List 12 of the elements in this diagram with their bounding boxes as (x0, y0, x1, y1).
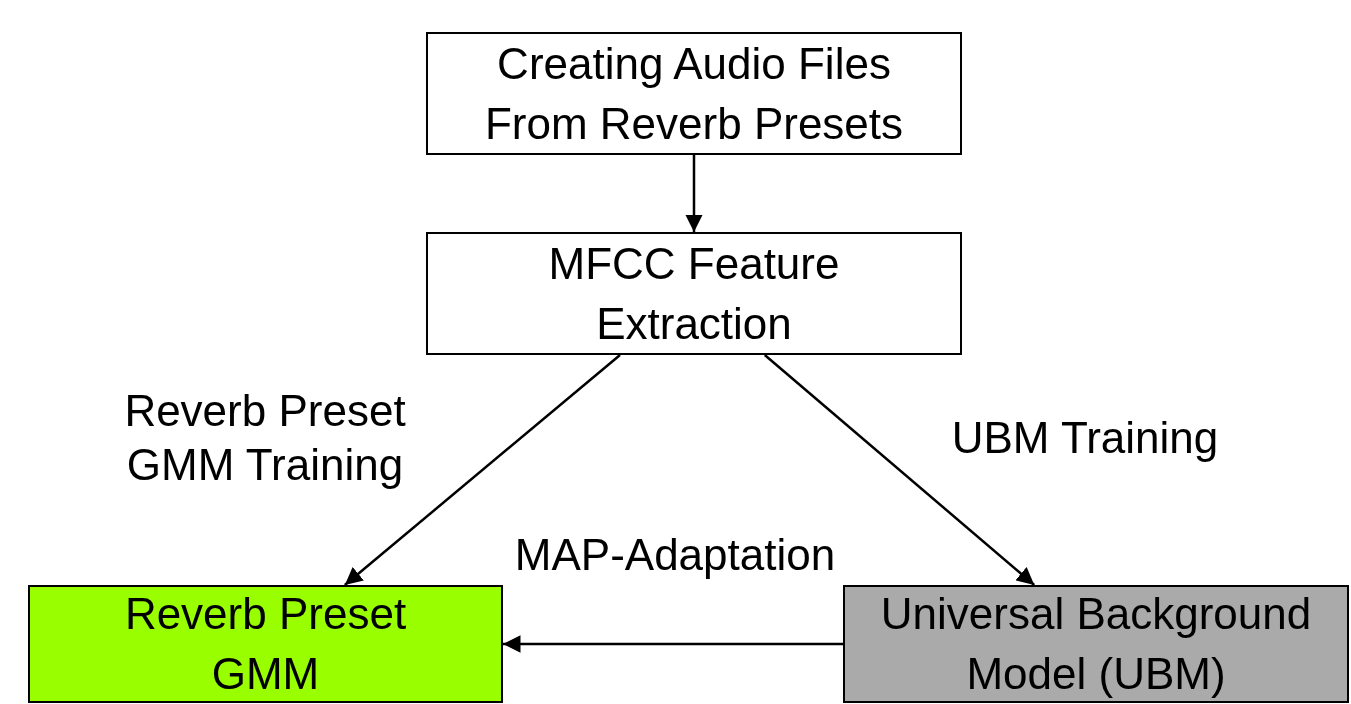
box-label: MFCC Feature Extraction (547, 237, 841, 350)
arrow (685, 155, 703, 232)
arrow (763, 354, 1036, 586)
process-box (426, 32, 962, 155)
box-label: Creating Audio Files From Reverb Presets (483, 37, 905, 150)
arrow (344, 354, 621, 586)
box-label: Reverb Preset GMM (123, 588, 408, 700)
arrow (503, 635, 843, 653)
process-box (28, 585, 503, 703)
process-box (426, 232, 962, 355)
box-label: Universal Background Model (UBM) (879, 588, 1313, 700)
process-box (843, 585, 1349, 703)
